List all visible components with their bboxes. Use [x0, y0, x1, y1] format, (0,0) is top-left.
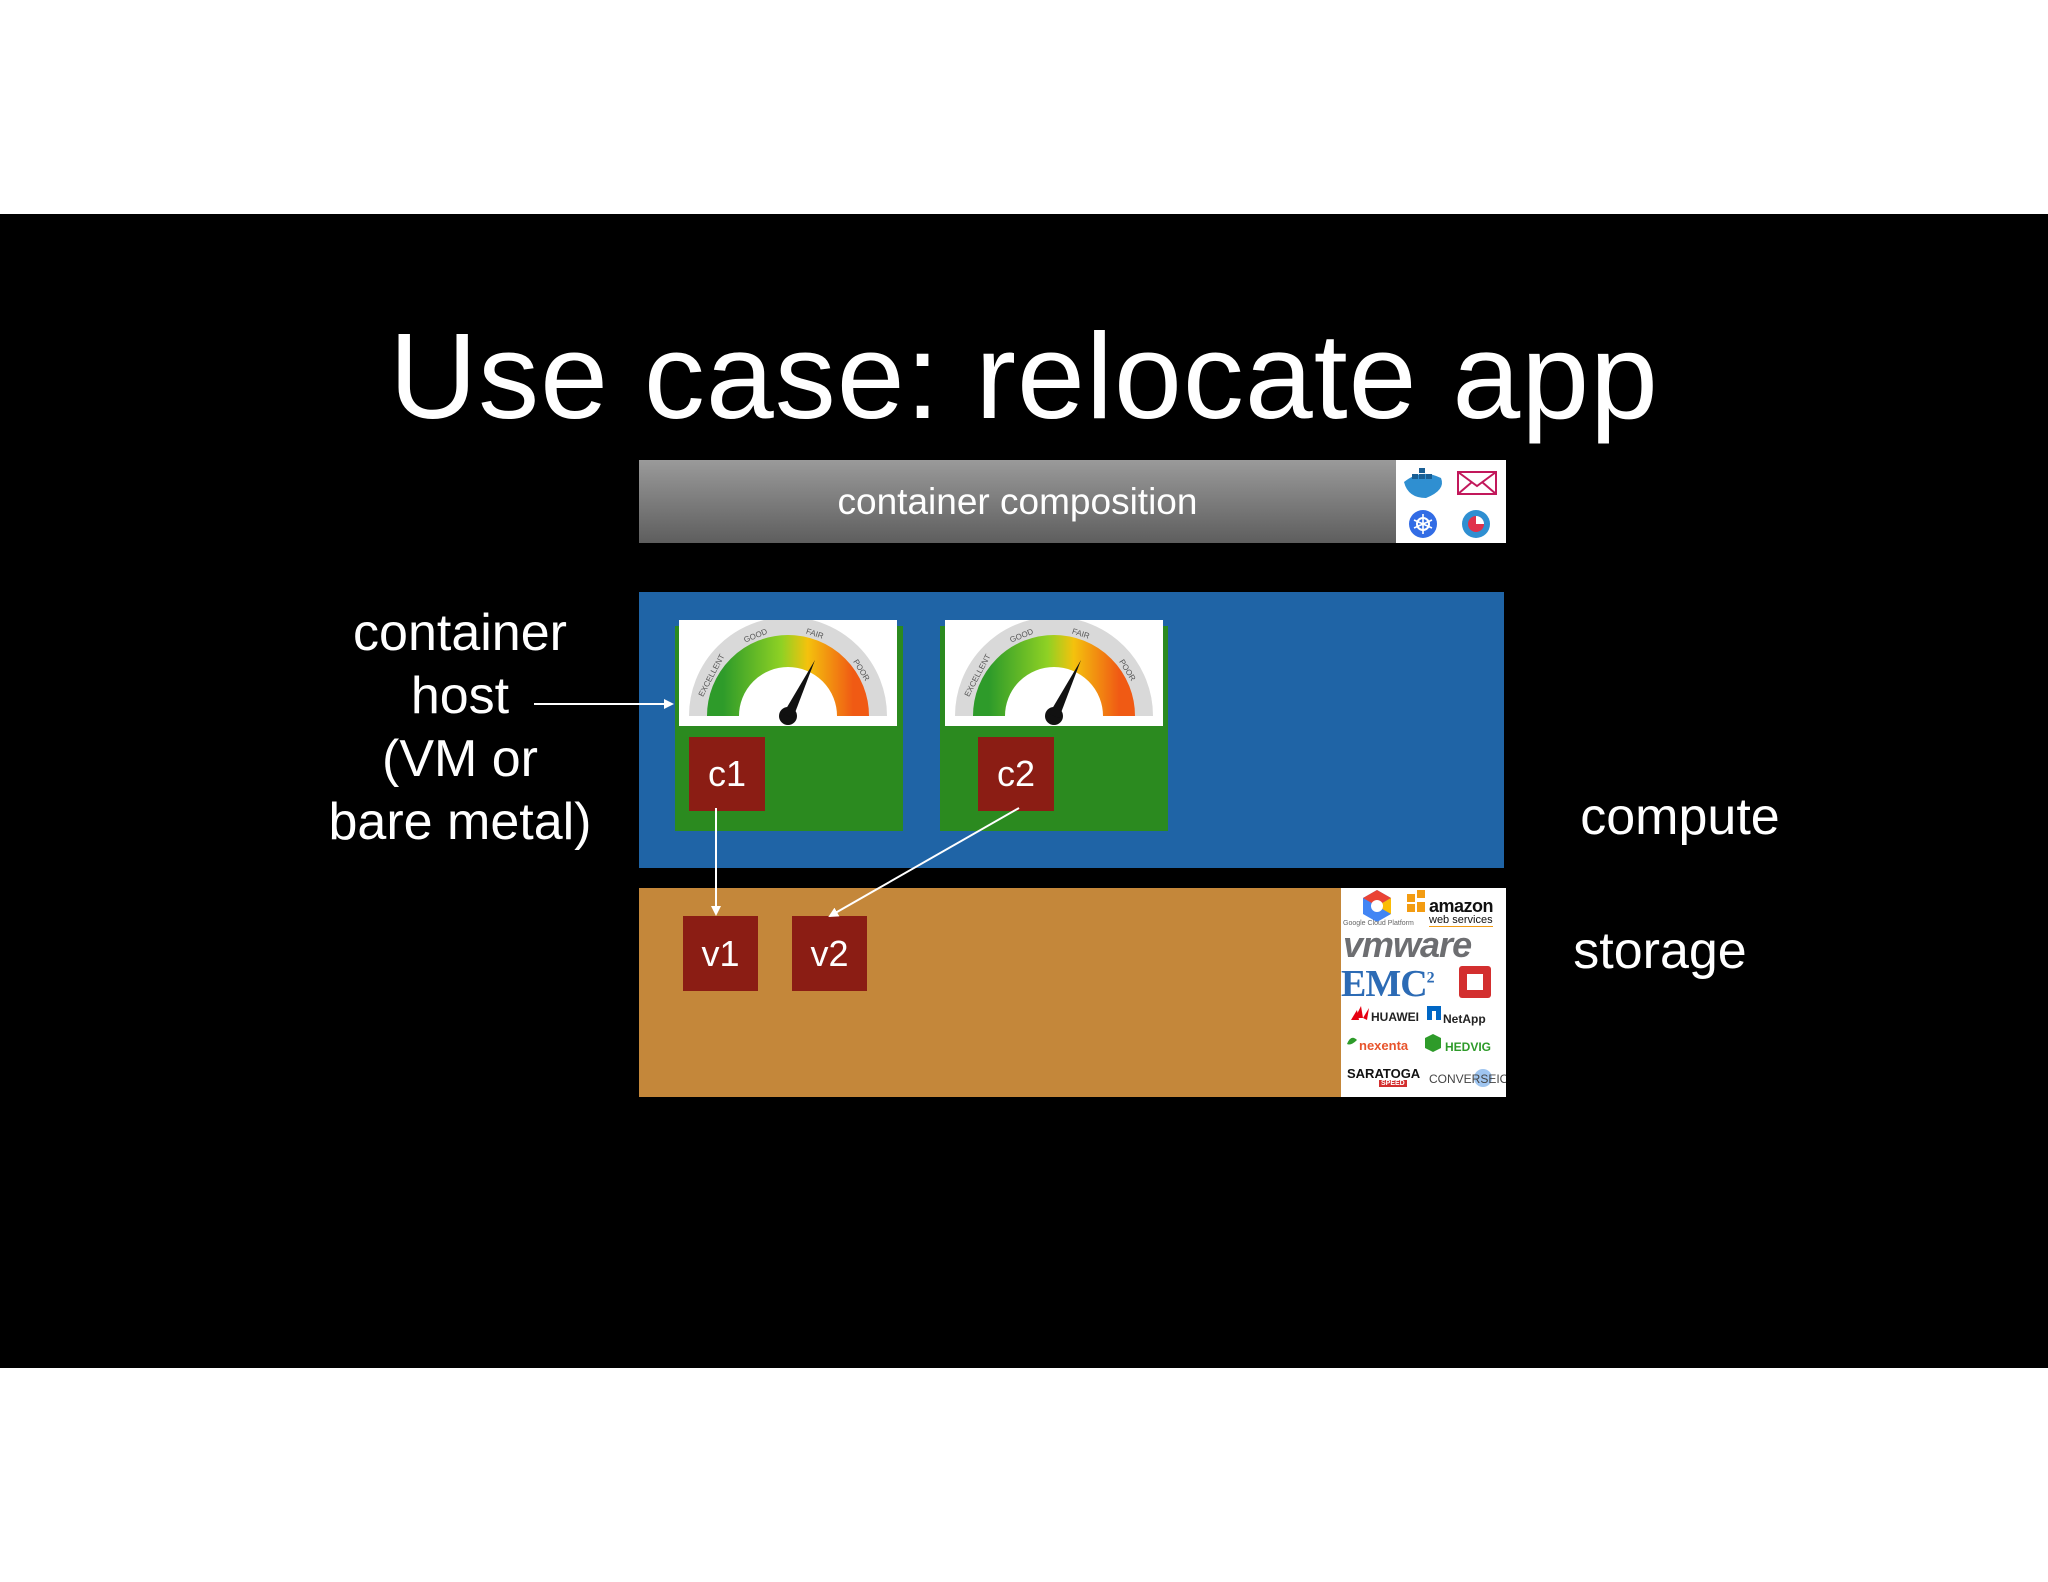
- container-composition-bar: container composition: [639, 460, 1396, 543]
- volume-box-v1: v1: [683, 916, 758, 991]
- aws-cubes-icon: [1407, 890, 1425, 912]
- nomad-icon: [1462, 510, 1490, 538]
- netapp-icon: [1427, 1006, 1441, 1020]
- saratoga-logo-subtext: SPEED: [1379, 1080, 1407, 1087]
- mesos-icon: [1457, 471, 1497, 495]
- nexenta-icon: [1347, 1037, 1357, 1045]
- container-box-c2: c2: [978, 737, 1054, 811]
- container-label-c1: c1: [707, 753, 747, 794]
- saratoga-logo-text: SARATOGA: [1347, 1066, 1421, 1081]
- orchestrator-logos: [1396, 460, 1506, 543]
- container-box-c1: c1: [689, 737, 765, 811]
- storage-vendor-logos: Google Cloud Platform amazon web service…: [1341, 888, 1506, 1097]
- docker-swarm-icon: [1404, 468, 1442, 498]
- container-host-label: container host (VM or bare metal): [300, 602, 620, 854]
- host-label-line-4: bare metal): [328, 793, 592, 851]
- google-cloud-icon: [1363, 890, 1391, 922]
- vmware-logo-text: vmware: [1343, 924, 1472, 965]
- emc-logo-text: EMC2: [1341, 962, 1435, 1006]
- storage-label: storage: [1573, 922, 1747, 980]
- volume-label-v1: v1: [701, 933, 740, 974]
- aws-logo-subtext: web services: [1429, 914, 1493, 927]
- slide: Use case: relocate app container composi…: [0, 214, 2048, 1368]
- huawei-logo-text: HUAWEI: [1371, 1010, 1419, 1024]
- emc-logo-sup: 2: [1426, 969, 1435, 987]
- huawei-icon: [1351, 1006, 1369, 1020]
- compute-label: compute: [1580, 788, 1780, 846]
- hedvig-logo-text: HEDVIG: [1445, 1040, 1492, 1054]
- host-label-line-1: container: [353, 604, 567, 662]
- converseio-icon: [1474, 1069, 1492, 1087]
- host-label-line-3: (VM or: [382, 730, 538, 788]
- kubernetes-icon: [1409, 510, 1437, 538]
- volume-label-v2: v2: [810, 933, 849, 974]
- volume-box-v2: v2: [792, 916, 867, 991]
- slide-title: Use case: relocate app: [389, 308, 1659, 444]
- container-label-c2: c2: [996, 753, 1036, 794]
- hedvig-icon: [1425, 1034, 1441, 1052]
- container-composition-label: container composition: [837, 481, 1198, 522]
- netapp-logo-text: NetApp: [1443, 1012, 1486, 1026]
- openshift-icon: [1459, 966, 1491, 998]
- converseio-logo-text: CONVERSEIO: [1429, 1072, 1506, 1086]
- amazon-logo-text: amazon: [1429, 896, 1494, 916]
- google-logo-text: Google Cloud Platform: [1343, 920, 1414, 927]
- host-label-line-2: host: [410, 667, 510, 725]
- nexenta-logo-text: nexenta: [1359, 1038, 1409, 1053]
- emc-logo-main: EMC: [1341, 963, 1428, 1005]
